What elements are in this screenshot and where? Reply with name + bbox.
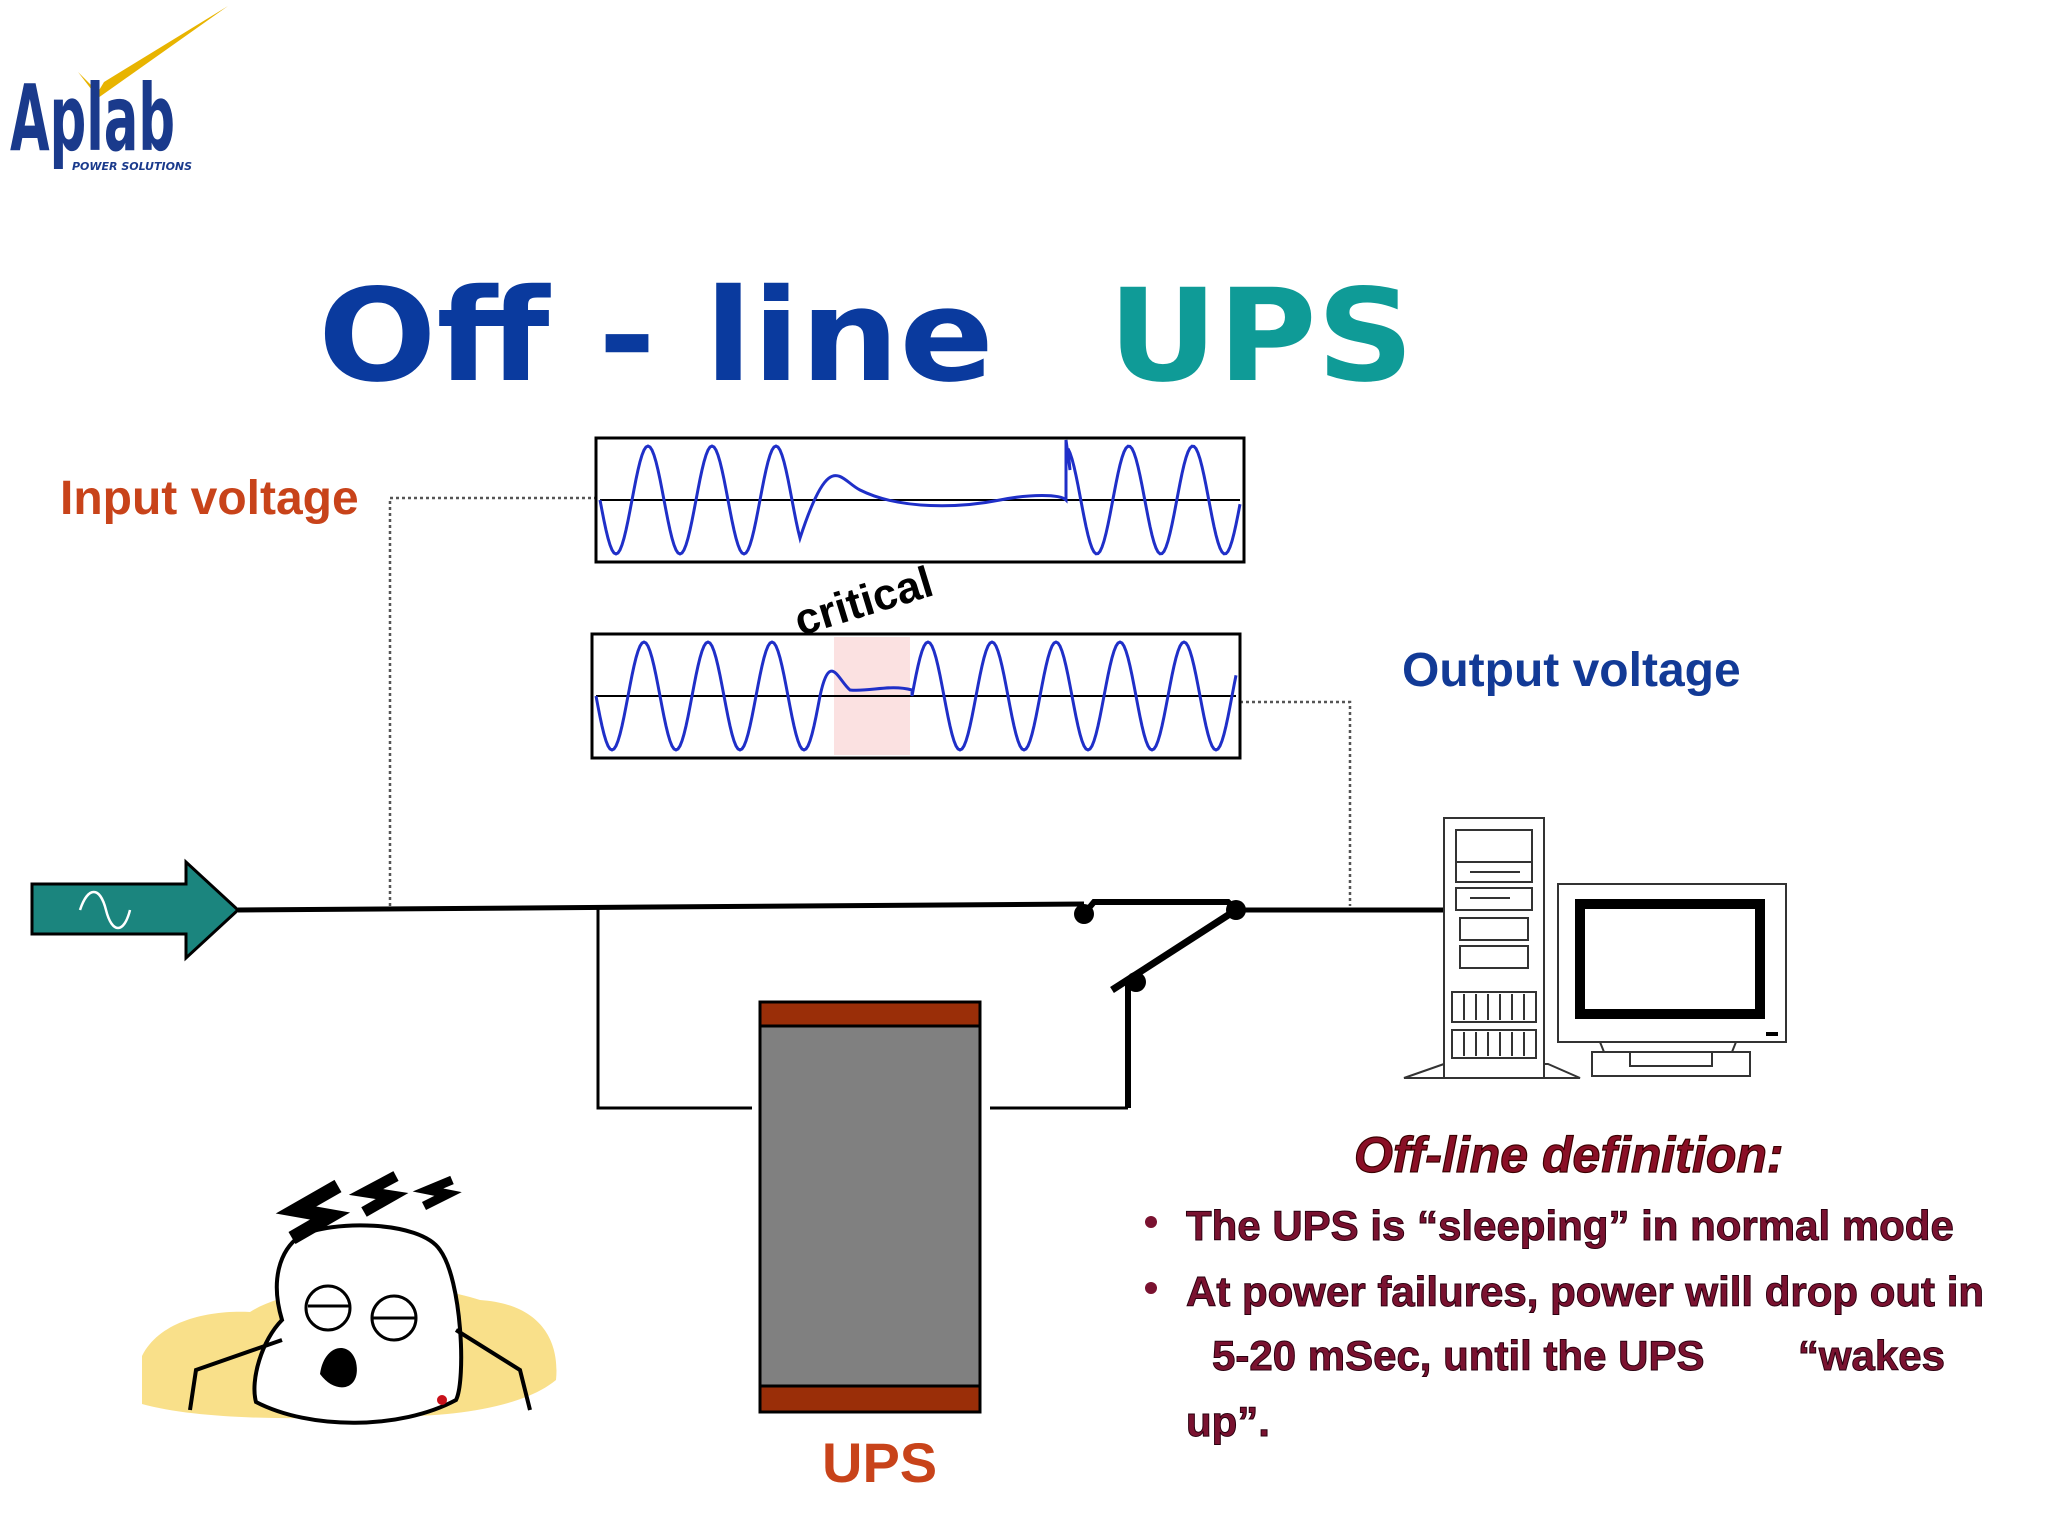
transfer-switch	[1074, 899, 1246, 1108]
input-voltage-label: Input voltage	[60, 472, 359, 525]
ac-source-arrow-icon	[30, 858, 241, 962]
output-waveform-scope	[590, 632, 1242, 760]
title-offline: Off - line	[318, 262, 994, 411]
ups-unit	[758, 1000, 982, 1414]
definition-bullet-2-line-1: At power failures, power will drop out i…	[1186, 1268, 1984, 1315]
bullet-dot	[1145, 1216, 1157, 1228]
logo-tagline-text: POWER SOLUTIONS	[72, 160, 192, 173]
computer-tower-icon	[1403, 817, 1581, 1079]
input-waveform-trace	[598, 439, 1242, 556]
main-power-line	[237, 901, 1444, 1110]
definition-bullet-2-line-3: up”.	[1186, 1398, 1270, 1445]
definition-bullet-2-line-2: 5-20 mSec, until the UPS “wakes	[1212, 1332, 1945, 1379]
aplab-logo: Aplab POWER SOLUTIONS	[10, 6, 228, 173]
definition-heading: Off-line definition:	[1354, 1127, 1784, 1183]
sleeping-ups-cartoon-icon	[142, 1171, 557, 1425]
output-waveform-trace	[594, 640, 1238, 752]
input-waveform-scope	[594, 436, 1246, 564]
probe-lines	[388, 496, 1352, 906]
critical-label: critical	[789, 557, 939, 645]
output-voltage-label: Output voltage	[1402, 644, 1741, 697]
title-ups: UPS	[1108, 262, 1414, 411]
bullet-dot	[1145, 1282, 1157, 1294]
logo-check-icon	[78, 6, 228, 98]
definition-bullet-1: The UPS is “sleeping” in normal mode	[1186, 1202, 1954, 1249]
logo-brand-text: Aplab	[10, 65, 175, 172]
ups-label: UPS	[822, 1431, 937, 1494]
monitor-icon	[1557, 883, 1787, 1077]
definition-block: Off-line definition: The UPS is “sleepin…	[1145, 1126, 1985, 1446]
